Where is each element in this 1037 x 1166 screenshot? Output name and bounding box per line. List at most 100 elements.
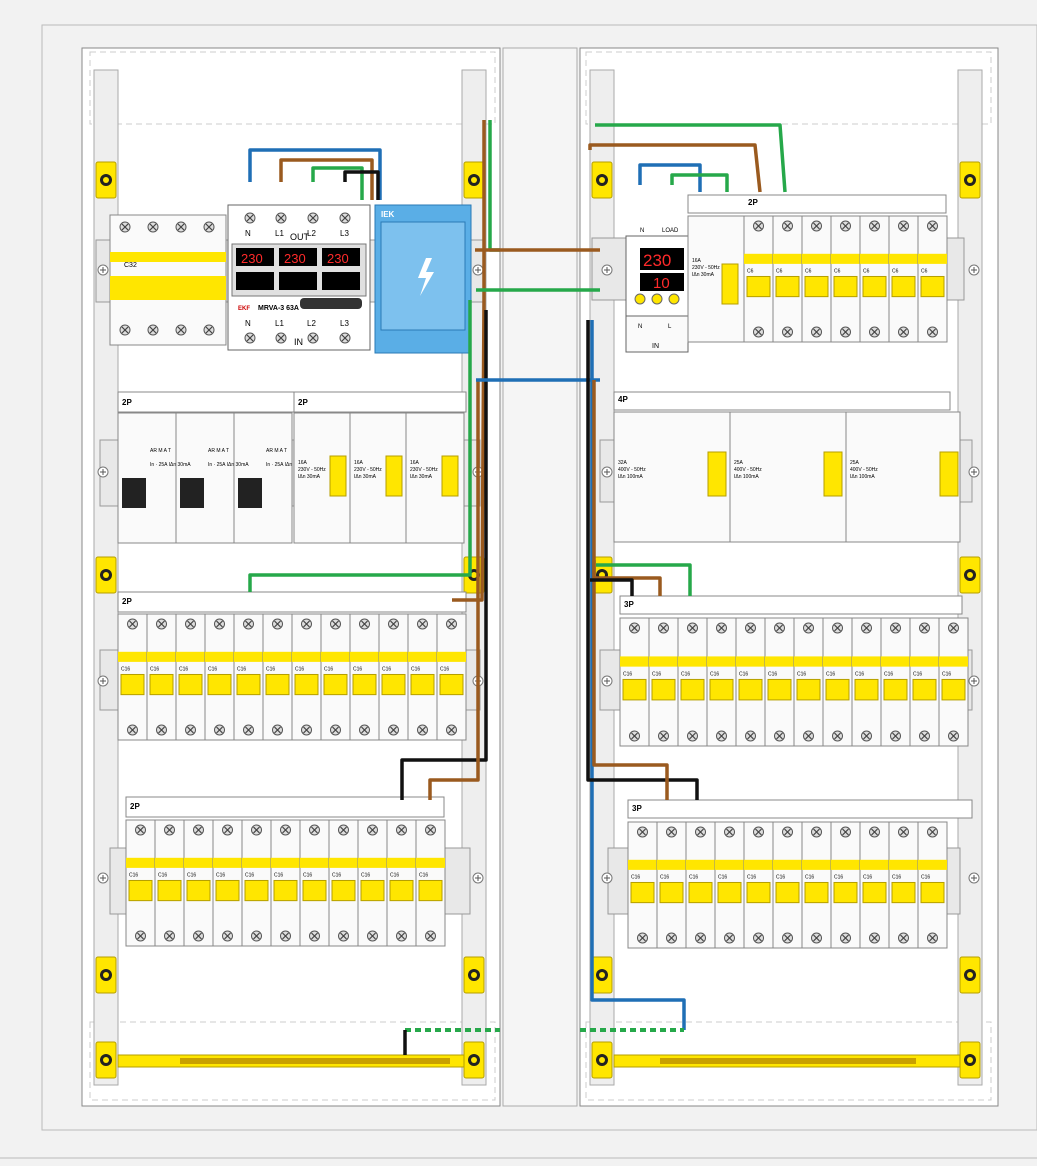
breaker-toggle[interactable] [273,879,298,902]
breaker-toggle[interactable] [352,673,377,696]
breaker-label-strip [736,656,765,667]
breaker-toggle[interactable] [120,673,145,696]
rcd-ar-1-spec: In · 25A IΔn 30mA [150,462,191,468]
breaker-toggle[interactable] [651,678,676,701]
breaker-toggle[interactable] [149,673,174,696]
breaker-toggle[interactable] [157,879,182,902]
breaker-toggle[interactable] [804,881,829,904]
screw-icon [358,724,371,736]
breaker-toggle[interactable] [418,879,443,902]
breaker-toggle[interactable] [709,678,734,701]
breaker-toggle[interactable] [854,678,879,701]
screw-icon [810,932,823,944]
breaker-toggle[interactable] [680,678,705,701]
breaker-toggle[interactable] [323,673,348,696]
breaker-toggle[interactable] [833,881,858,904]
breaker-toggle[interactable] [804,275,829,298]
breaker-toggle[interactable] [294,673,319,696]
rcd-ar-3-spec: In · 25A IΔn 30mA [266,462,307,468]
breaker-toggle[interactable] [244,879,269,902]
breaker-toggle[interactable] [775,881,800,904]
breaker-toggle[interactable] [236,673,261,696]
breaker-toggle[interactable] [360,879,385,902]
breaker-toggle[interactable] [389,879,414,902]
breaker-toggle[interactable] [630,881,655,904]
breaker-toggle[interactable] [941,678,966,701]
breaker-toggle[interactable] [178,673,203,696]
breaker-toggle[interactable] [622,678,647,701]
breaker-toggle[interactable] [128,879,153,902]
breaker-label-strip [387,857,416,868]
right-row4-header [627,799,973,819]
voltage-relay-3phase[interactable] [227,204,371,351]
breaker-label-strip [852,656,881,667]
breaker-toggle[interactable] [883,678,908,701]
breaker-label-strip [300,857,329,868]
breaker-toggle[interactable] [331,879,356,902]
breaker-toggle[interactable] [833,275,858,298]
rcd-iek-2-dn: IΔn 30mA [354,474,377,480]
breaker-toggle[interactable] [207,673,232,696]
screw-icon [242,618,255,630]
breaker-toggle[interactable] [738,678,763,701]
breaker-label-strip [292,651,321,662]
rcd4p-2-rating: 25A [734,460,744,466]
breaker-toggle[interactable] [439,673,464,696]
breaker-toggle[interactable] [825,678,850,701]
breaker-toggle[interactable] [796,678,821,701]
breaker-toggle[interactable] [659,881,684,904]
rcd-4p-group[interactable] [613,411,961,543]
breaker-label-strip [263,651,292,662]
screw-icon [926,326,939,338]
rcd-iek-1-spec: 230V - 50Hz [298,467,326,473]
rcd-right-main[interactable] [687,215,745,343]
breaker-toggle[interactable] [746,275,771,298]
screw-icon [424,824,437,836]
breaker-toggle[interactable] [767,678,792,701]
breaker-toggle[interactable] [920,881,945,904]
breaker-toggle[interactable] [920,275,945,298]
din-voltage-relay[interactable] [625,235,689,353]
breaker-toggle[interactable] [265,673,290,696]
breaker-toggle[interactable] [912,678,937,701]
surge-protector[interactable] [374,204,472,354]
breaker-toggle[interactable] [302,879,327,902]
breaker-toggle[interactable] [688,881,713,904]
breaker-toggle[interactable] [775,275,800,298]
screw-icon [329,618,342,630]
screw-icon [192,930,205,942]
breaker-toggle[interactable] [746,881,771,904]
row2-label-a: 2P [122,398,132,407]
breaker-toggle[interactable] [717,881,742,904]
screw-icon [831,622,844,634]
breaker-rating: C16 [245,873,254,879]
relay-term-top-l1: L1 [275,229,284,238]
breaker-toggle[interactable] [186,879,211,902]
screw-icon [802,730,815,742]
breaker-rating: C16 [826,672,835,678]
rcd-ar-group[interactable] [117,412,293,544]
breaker-rating: C6 [776,269,783,275]
screw-icon [155,724,168,736]
relay-term-bot-l2: L2 [307,319,316,328]
screw-icon [694,932,707,944]
relay-brand: EKF [238,306,250,312]
breaker-toggle[interactable] [410,673,435,696]
rcd-iek-group[interactable] [293,412,465,544]
breaker-label-strip [620,656,649,667]
main-breaker-4p[interactable] [109,214,227,346]
breaker-toggle[interactable] [381,673,406,696]
breaker-toggle[interactable] [891,275,916,298]
breaker-label-strip [678,656,707,667]
screw-icon [279,930,292,942]
breaker-toggle[interactable] [215,879,240,902]
breaker-toggle[interactable] [862,275,887,298]
breaker-rating: C16 [353,667,362,673]
breaker-toggle[interactable] [891,881,916,904]
breaker-toggle[interactable] [862,881,887,904]
